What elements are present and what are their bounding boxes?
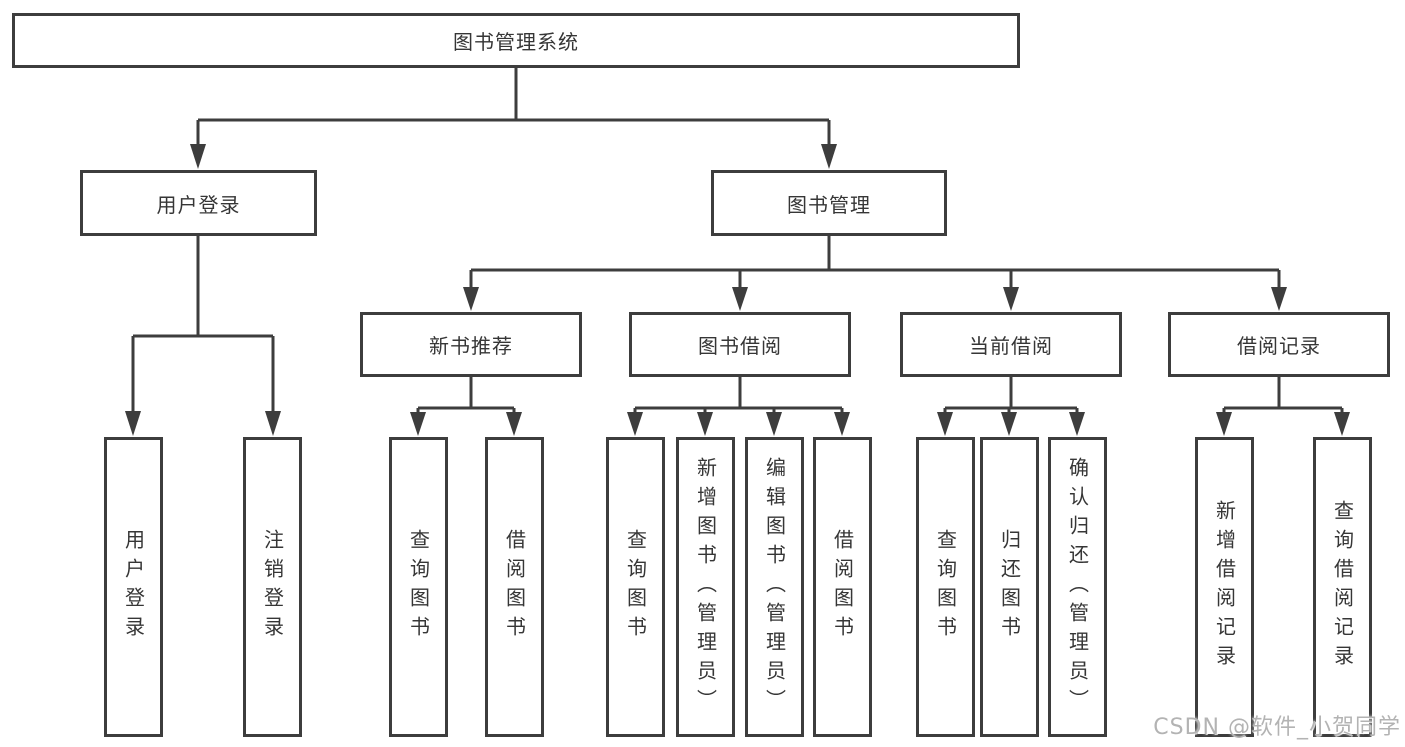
node-leaf-query-borrow-record: 查询借阅记录 — [1313, 437, 1372, 737]
node-new-book-recommend: 新书推荐 — [360, 312, 582, 377]
connector-borrow-record-branch — [1222, 375, 1344, 414]
node-book-borrow: 图书借阅 — [629, 312, 851, 377]
connector-current-borrow-branch — [943, 375, 1079, 414]
connector-root-stem — [196, 66, 831, 146]
node-leaf-logout: 注销登录 — [243, 437, 302, 737]
node-leaf-query-books-borrow: 查询图书 — [606, 437, 665, 737]
csdn-watermark: CSDN @软件_小贺同学 — [1153, 715, 1401, 740]
node-leaf-add-borrow-record: 新增借阅记录 — [1195, 437, 1254, 737]
connector-book-borrow-branch — [633, 375, 844, 414]
node-book-management: 图书管理 — [711, 170, 947, 236]
node-leaf-user-login: 用户登录 — [104, 437, 163, 737]
connector-new-book-branch — [416, 375, 516, 414]
node-leaf-query-books-recommend: 查询图书 — [389, 437, 448, 737]
node-library-system-root: 图书管理系统 — [12, 13, 1020, 68]
connector-book-mgmt-branch — [469, 234, 1281, 289]
node-leaf-borrow-books: 借阅图书 — [813, 437, 872, 737]
node-borrow-record: 借阅记录 — [1168, 312, 1390, 377]
node-user-login: 用户登录 — [80, 170, 317, 236]
node-leaf-return-books: 归还图书 — [980, 437, 1039, 737]
node-leaf-confirm-return-admin: 确认归还（管理员） — [1048, 437, 1107, 737]
node-current-borrow: 当前借阅 — [900, 312, 1122, 377]
arrowheads — [125, 144, 1350, 436]
node-leaf-query-books-current: 查询图书 — [916, 437, 975, 737]
node-leaf-add-books-admin: 新增图书（管理员） — [676, 437, 735, 737]
node-leaf-borrow-books-recommend: 借阅图书 — [485, 437, 544, 737]
node-leaf-edit-books-admin: 编辑图书（管理员） — [745, 437, 804, 737]
connector-user-login-branch — [131, 234, 275, 412]
